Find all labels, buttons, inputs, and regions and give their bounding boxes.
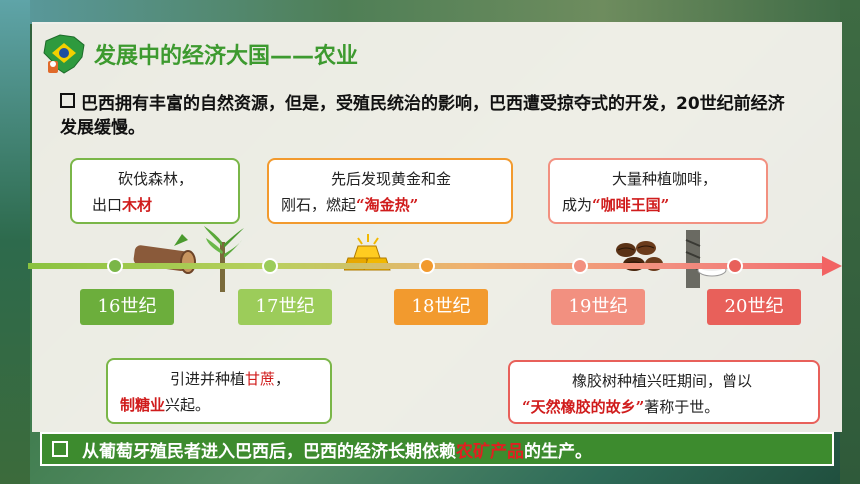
callout-17-text-a: 引进并种植 — [170, 370, 246, 388]
brazil-map-logo-icon — [40, 31, 88, 77]
callout-18-highlight: “淘金热” — [356, 196, 419, 214]
callout-19th-century: 大量种植咖啡， 成为“咖啡王国” — [548, 158, 768, 224]
timeline-dot-20 — [727, 258, 743, 274]
callout-17-highlight-a: 甘蔗 — [245, 370, 276, 388]
callout-17-line1: 引进并种植甘蔗， — [120, 366, 318, 392]
summary-bar: 从葡萄牙殖民者进入巴西后，巴西的经济长期依赖农矿产品的生产。 — [40, 432, 834, 466]
timeline-dot-16 — [107, 258, 123, 274]
timeline-dot-17 — [262, 258, 278, 274]
callout-16-text: 出口 — [92, 196, 123, 214]
coffee-beans-icon — [612, 238, 664, 276]
title-row: 发展中的经济大国——农业 — [40, 30, 358, 78]
callout-20-line2: “天然橡胶的故乡”著称于世。 — [522, 394, 806, 420]
callout-18-line2: 刚石，燃起“淘金热” — [281, 192, 499, 218]
callout-16-highlight: 木材 — [122, 196, 153, 214]
intro-paragraph: 巴西拥有丰富的自然资源，但是，受殖民统治的影响，巴西遭受掠夺式的开发，20世纪前… — [60, 92, 800, 140]
background-forest-right — [840, 0, 860, 484]
rubber-tree-icon — [678, 230, 730, 288]
era-label-17: 17世纪 — [238, 289, 332, 325]
summary-text-post: 的生产。 — [524, 441, 592, 462]
background-forest-top — [0, 0, 860, 24]
era-label-18: 18世纪 — [394, 289, 488, 325]
callout-17th-century: 引进并种植甘蔗， 制糖业兴起。 — [106, 358, 332, 424]
summary-highlight: 农矿产品 — [456, 441, 524, 462]
callout-19-text: 成为 — [562, 196, 593, 214]
sugarcane-icon — [202, 224, 246, 292]
summary-text: 从葡萄牙殖民者进入巴西后，巴西的经济长期依赖农矿产品的生产。 — [82, 437, 592, 462]
callout-20th-century: 橡胶树种植兴旺期间，曾以 “天然橡胶的故乡”著称于世。 — [508, 360, 820, 424]
callout-18-text: 刚石，燃起 — [281, 196, 357, 214]
callout-18th-century: 先后发现黄金和金 刚石，燃起“淘金热” — [267, 158, 513, 224]
log-icon — [130, 232, 196, 278]
era-label-19: 19世纪 — [551, 289, 645, 325]
summary-text-pre: 从葡萄牙殖民者进入巴西后，巴西的经济长期依赖 — [82, 441, 456, 462]
era-label-20: 20世纪 — [707, 289, 801, 325]
callout-20-highlight: “天然橡胶的故乡” — [522, 398, 645, 416]
callout-20-text: 著称于世。 — [644, 398, 720, 416]
timeline-arrow-icon — [822, 256, 842, 276]
callout-17-highlight-b: 制糖业 — [120, 396, 166, 414]
callout-16th-century: 砍伐森林， 出口木材 — [70, 158, 240, 224]
bullet-square-icon — [52, 441, 68, 457]
callout-17-text-b: ， — [275, 370, 291, 388]
callout-19-highlight: “咖啡王国” — [592, 196, 670, 214]
callout-20-line1: 橡胶树种植兴旺期间，曾以 — [572, 372, 753, 390]
callout-17-text-c: 兴起。 — [165, 396, 211, 414]
gold-bars-icon — [343, 232, 392, 274]
callout-17-line2: 制糖业兴起。 — [120, 392, 318, 418]
timeline-dot-18 — [419, 258, 435, 274]
callout-18-line1: 先后发现黄金和金 — [331, 170, 452, 188]
intro-text: 巴西拥有丰富的自然资源，但是，受殖民统治的影响，巴西遭受掠夺式的开发，20世纪前… — [60, 94, 785, 138]
background-forest-left — [0, 0, 30, 484]
timeline-dot-19 — [572, 258, 588, 274]
bullet-square-icon — [60, 93, 75, 108]
page-title: 发展中的经济大国——农业 — [94, 44, 359, 69]
callout-16-line1: 砍伐森林， — [118, 170, 194, 188]
era-label-16: 16世纪 — [80, 289, 174, 325]
callout-16-line2: 出口木材 — [92, 192, 226, 218]
callout-19-line1: 大量种植咖啡， — [612, 170, 718, 188]
callout-19-line2: 成为“咖啡王国” — [562, 192, 754, 218]
